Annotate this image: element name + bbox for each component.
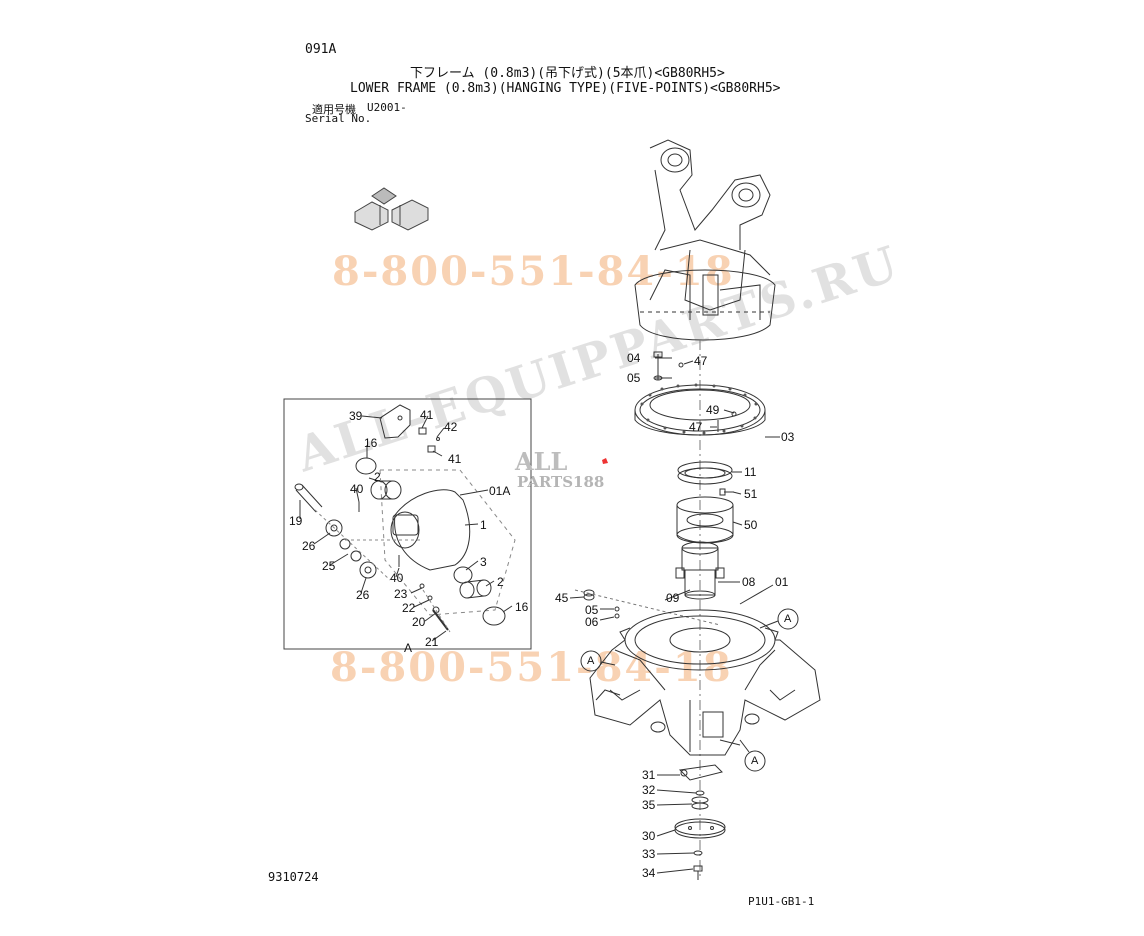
inset-callout-41b: 41: [448, 452, 462, 466]
callout-04: 04: [627, 351, 641, 365]
inset-callout-25: 25: [322, 559, 336, 573]
title-japanese: 下フレーム (0.8m3)(吊下げ式)(5本爪)<GB80RH5>: [410, 66, 725, 81]
callout-31: 31: [642, 768, 656, 782]
seal-11: [677, 461, 733, 485]
callout-51: 51: [744, 487, 758, 501]
serial-label-jp: 適用号機: [312, 103, 356, 116]
inset-callout-42: 42: [444, 420, 458, 434]
inset-callout-3: 3: [480, 555, 487, 569]
lower-frame-01: [589, 609, 821, 756]
inset-callout-26: 26: [302, 539, 316, 553]
inset-callout-41: 41: [420, 408, 434, 422]
callout-34: 34: [642, 866, 656, 880]
logo-top-text: ALL: [515, 447, 568, 476]
callout-33: 33: [642, 847, 656, 861]
callout-06: 06: [585, 615, 599, 629]
phone-watermark-top: 8-800-551-84-18: [332, 248, 735, 295]
inset-callout-01a: 01A: [489, 484, 511, 498]
view-marker-a-1: A: [784, 613, 792, 625]
inset-callout-26b: 26: [356, 588, 370, 602]
callout-49: 49: [706, 403, 720, 417]
inset-parts: [294, 404, 516, 642]
serial-value: U2001-: [367, 101, 407, 114]
drawing-number: 9310724: [268, 870, 319, 884]
hanging-bracket: [634, 139, 776, 341]
callout-45: 45: [555, 591, 569, 605]
bolt-34: [693, 865, 703, 880]
inset-callout-1: 1: [480, 518, 487, 532]
inset-callout-21: 21: [425, 635, 439, 649]
inset-callout-2b: 2: [497, 575, 504, 589]
title-english: LOWER FRAME (0.8m3)(HANGING TYPE)(FIVE-P…: [350, 81, 781, 96]
orientation-icon: [354, 187, 429, 231]
callout-09: 09: [666, 591, 680, 605]
callout-05: 05: [627, 371, 641, 385]
inset-callout-40: 40: [350, 482, 364, 496]
inset-callout-2: 2: [374, 470, 381, 484]
phone-watermark-bottom: 8-800-551-84-18: [330, 644, 733, 691]
ring-bolt-holes: [640, 383, 758, 435]
inset-callout-16b: 16: [515, 600, 529, 614]
inset-callout-22: 22: [402, 601, 416, 615]
view-marker-a-3: A: [751, 755, 759, 767]
spring-35: [691, 790, 709, 810]
inset-callout-19: 19: [289, 514, 303, 528]
callout-47: 47: [694, 354, 708, 368]
logo-watermark: ALL PARTS188: [515, 447, 605, 492]
inset-callout-16: 16: [364, 436, 378, 450]
callout-11: 11: [744, 465, 757, 479]
callout-30: 30: [642, 829, 656, 843]
page-code: P1U1-GB1-1: [748, 895, 815, 908]
callout-47b: 47: [689, 420, 703, 434]
bolt-51: [719, 488, 734, 496]
view-marker-a-2: A: [587, 655, 595, 667]
callout-50: 50: [744, 518, 758, 532]
bolt-04: [653, 351, 684, 381]
slewing-ring-03: [634, 384, 766, 436]
inset-callout-40b: 40: [390, 571, 404, 585]
serial-label-en: Serial No.: [305, 112, 372, 125]
inset-callout-39: 39: [349, 409, 363, 423]
callout-05b: 05: [585, 603, 599, 617]
callout-08: 08: [742, 575, 756, 589]
plug-45: [583, 589, 595, 601]
swivel-joint-08: [675, 541, 725, 600]
callout-35: 35: [642, 798, 656, 812]
plate-50: [676, 496, 734, 544]
callout-01: 01: [775, 575, 789, 589]
diagram-code: 091A: [305, 42, 337, 57]
detail-inset-box: [283, 398, 532, 650]
callout-03: 03: [781, 430, 795, 444]
inset-view-label: A: [404, 641, 413, 655]
callout-32: 32: [642, 783, 656, 797]
bracket-31: [678, 764, 723, 781]
inset-callout-20: 20: [412, 615, 426, 629]
inset-callout-23: 23: [394, 587, 408, 601]
logo-bottom-text: PARTS188: [517, 473, 605, 491]
